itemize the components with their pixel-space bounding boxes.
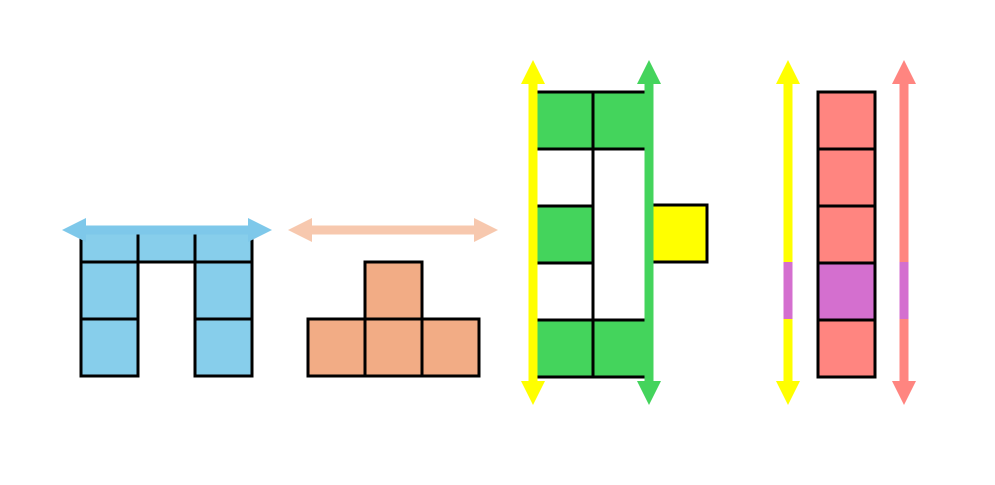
yellow-single-block bbox=[648, 203, 709, 264]
blue-horizontal-arrow-head-right bbox=[248, 218, 272, 242]
yellow-vertical-arrow-right bbox=[776, 60, 800, 405]
arrows-layer bbox=[62, 60, 916, 405]
red-vertical-arrow-highlight-segment bbox=[899, 262, 909, 319]
orange-t-shape-cell bbox=[306, 317, 367, 378]
green-e-shape-empty-cell bbox=[534, 147, 595, 208]
red-column-shape-cell bbox=[816, 318, 877, 379]
green-e-shape-cell bbox=[534, 204, 595, 265]
orange-t-shape-cell bbox=[420, 317, 481, 378]
yellow-single-block-cell bbox=[648, 203, 709, 264]
orange-t-shape bbox=[306, 260, 481, 378]
red-column-shape-cell bbox=[816, 147, 877, 208]
yellow-vertical-arrow-left-shaft bbox=[528, 84, 538, 381]
yellow-vertical-arrow-right-shaft bbox=[783, 84, 793, 381]
red-column-shape-cell bbox=[816, 90, 877, 151]
orange-horizontal-arrow bbox=[288, 218, 498, 242]
red-vertical-arrow bbox=[892, 60, 916, 405]
orange-horizontal-arrow-head-left bbox=[288, 218, 312, 242]
blue-arch-shape-cell bbox=[193, 260, 254, 321]
green-e-shape-cell bbox=[534, 318, 595, 379]
blue-arch-shape-cell bbox=[193, 231, 254, 264]
red-vertical-arrow-head-top bbox=[892, 60, 916, 84]
blue-horizontal-arrow bbox=[62, 218, 272, 242]
green-e-shape bbox=[534, 90, 652, 379]
red-column-shape bbox=[816, 90, 877, 379]
blue-arch-shape-cell bbox=[79, 260, 140, 321]
green-e-shape-cell bbox=[534, 90, 595, 151]
blue-arch-shape-cell bbox=[136, 231, 197, 264]
green-vertical-arrow bbox=[637, 60, 661, 405]
blue-horizontal-arrow-head-left bbox=[62, 218, 86, 242]
yellow-vertical-arrow-left-head-top bbox=[521, 60, 545, 84]
orange-t-shape-cell bbox=[363, 317, 424, 378]
yellow-vertical-arrow-right-head-top bbox=[776, 60, 800, 84]
red-vertical-arrow-shaft bbox=[899, 84, 909, 381]
orange-horizontal-arrow-head-right bbox=[474, 218, 498, 242]
green-e-shape-empty-cell bbox=[591, 147, 652, 322]
green-e-shape-cell bbox=[591, 90, 652, 151]
red-column-shape-cell bbox=[816, 261, 877, 322]
yellow-vertical-arrow-left-head-bottom bbox=[521, 381, 545, 405]
blue-arch-shape-cell bbox=[79, 317, 140, 378]
red-column-shape-cell bbox=[816, 204, 877, 265]
green-vertical-arrow-shaft bbox=[644, 84, 654, 381]
green-vertical-arrow-head-top bbox=[637, 60, 661, 84]
green-e-shape-cell bbox=[591, 318, 652, 379]
blue-arch-shape bbox=[79, 231, 254, 378]
yellow-vertical-arrow-right-head-bottom bbox=[776, 381, 800, 405]
green-vertical-arrow-head-bottom bbox=[637, 381, 661, 405]
orange-t-shape-cell bbox=[363, 260, 424, 321]
yellow-vertical-arrow-left bbox=[521, 60, 545, 405]
orange-horizontal-arrow-shaft bbox=[312, 225, 474, 235]
red-vertical-arrow-head-bottom bbox=[892, 381, 916, 405]
blue-horizontal-arrow-shaft bbox=[86, 225, 248, 235]
yellow-vertical-arrow-right-highlight-segment bbox=[783, 262, 793, 319]
green-e-shape-empty-cell bbox=[534, 261, 595, 322]
blue-arch-shape-cell bbox=[193, 317, 254, 378]
blue-arch-shape-cell bbox=[79, 231, 140, 264]
